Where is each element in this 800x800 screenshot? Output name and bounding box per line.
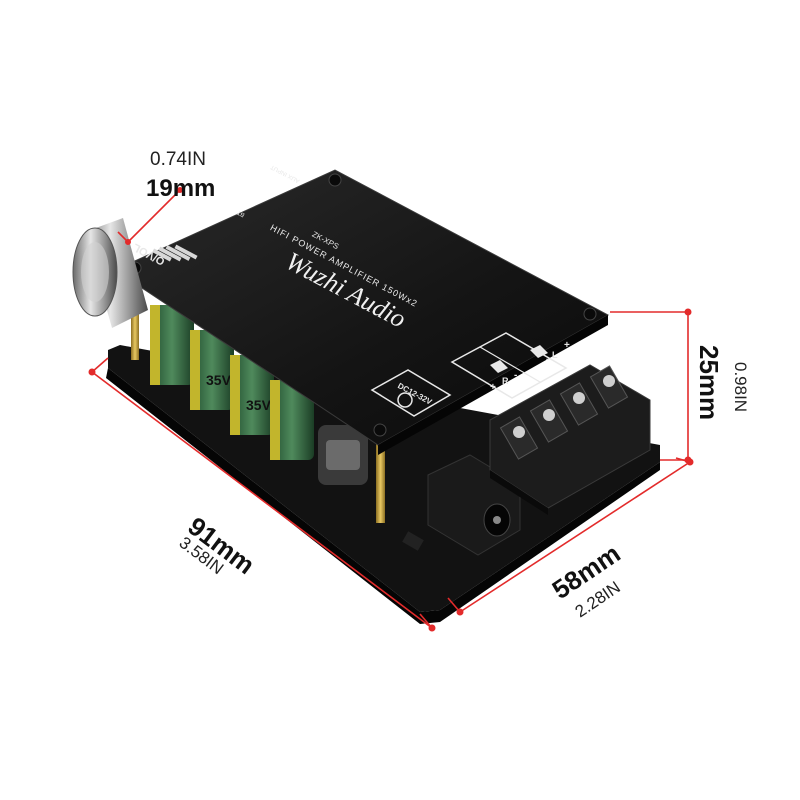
terminal-screw — [589, 365, 629, 409]
capacitor: 35V — [230, 355, 274, 435]
speaker-terminal-block — [489, 364, 651, 515]
length-dimension-line — [88, 357, 436, 632]
capacitor-marking: 35V — [246, 397, 272, 413]
height-dimension-line — [117, 187, 183, 245]
depth-mm-label: 25mm — [694, 345, 724, 420]
terminal-screw — [529, 399, 569, 443]
aux-input-label: AUX INPUT — [270, 163, 301, 183]
speaker-output-print: R L + - + - — [450, 332, 570, 399]
capacitor-row: 35V 35V — [150, 305, 368, 485]
left-channel-label: L — [552, 350, 558, 360]
terminal-screw — [559, 382, 599, 426]
vent-grille — [152, 244, 198, 262]
inductor — [318, 425, 368, 485]
minus-label: - — [514, 370, 517, 381]
volume-knob — [72, 218, 148, 328]
capacitor-marking: 35V — [206, 372, 232, 388]
plus-label: + — [490, 382, 496, 393]
polarity-icon — [397, 392, 413, 408]
speaker-icon — [530, 345, 548, 358]
height-mm-label: 19mm — [146, 175, 215, 202]
capacitor: 35V — [190, 330, 234, 410]
height-inch-label: 0.74IN — [150, 149, 206, 170]
bt-label: BT — [236, 208, 246, 217]
speaker-icon — [490, 360, 508, 373]
depth-inch-label: 0.98IN — [731, 362, 750, 412]
minus-label: - — [546, 354, 549, 365]
dimension-lines — [88, 187, 694, 632]
terminal-screw — [499, 416, 539, 460]
smd-component — [402, 531, 424, 551]
right-channel-label: R — [502, 376, 509, 386]
capacitor — [270, 380, 314, 460]
top-panel: Wuzhi Audio HIFI POWER AMPLIFIER 150Wx2 … — [113, 163, 610, 455]
plus-label: + — [564, 340, 570, 351]
standoff-pillars — [131, 275, 385, 523]
depth-dimension-line — [610, 308, 692, 464]
capacitor — [150, 305, 194, 385]
